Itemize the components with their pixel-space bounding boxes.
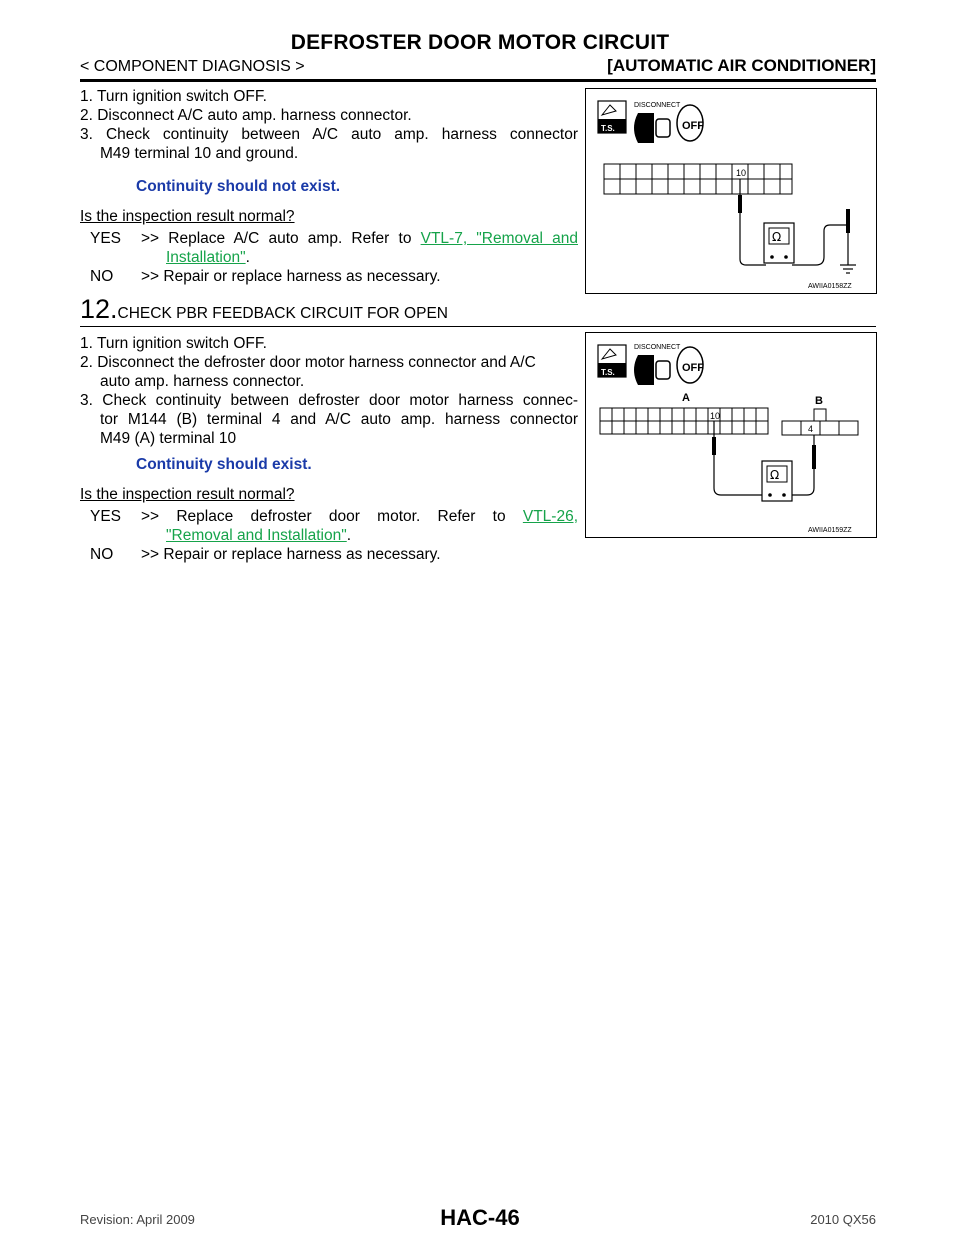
yes-label: YES: [90, 508, 122, 525]
period: .: [245, 249, 250, 266]
yes-result: >> Replace defroster door motor. Refer t…: [141, 507, 578, 526]
step-item: M49 (A) terminal 10: [100, 430, 237, 447]
test-leads: [738, 179, 850, 266]
spec-text: Continuity should exist.: [136, 456, 312, 473]
yes-text: >> Replace defroster door motor. Refer t…: [141, 508, 506, 525]
circuit-figure-2: T.S. DISCONNECT OFF A B 10: [585, 332, 877, 538]
revision-date: Revision: April 2009: [80, 1212, 195, 1227]
no-result: >> Repair or replace harness as necessar…: [141, 268, 441, 285]
figure-id: AWIIA0158ZZ: [808, 283, 852, 290]
connector-icon: [634, 355, 671, 385]
tester-icon: T.S.: [597, 344, 627, 378]
step-item: 2. Disconnect the defroster door motor h…: [80, 354, 536, 371]
terminal-b-label: 4: [808, 424, 813, 434]
ohm-symbol: Ω: [772, 230, 781, 244]
test-leads: [712, 421, 816, 496]
ts-label: T.S.: [601, 124, 615, 133]
connector-icon: [634, 113, 671, 143]
no-label: NO: [90, 268, 114, 285]
vtl-26-link[interactable]: VTL-26,: [522, 508, 578, 525]
step-item: auto amp. harness connector.: [100, 373, 305, 390]
step-divider: [80, 326, 876, 327]
ohm-symbol: Ω: [770, 468, 779, 482]
step-item: tor M144 (B) terminal 4 and A/C auto amp…: [100, 411, 578, 428]
disconnect-label: DISCONNECT: [634, 102, 681, 109]
section1-steps: 1. Turn ignition switch OFF. 2. Disconne…: [80, 87, 578, 163]
inspection-question: Is the inspection result normal?: [80, 208, 295, 225]
harness-connector-a: [599, 407, 769, 435]
section2-steps: 1. Turn ignition switch OFF. 2. Disconne…: [80, 334, 578, 448]
disconnect-label: DISCONNECT: [634, 344, 681, 351]
yes-result-cont: Installation".: [166, 248, 250, 267]
step-item: 2. Disconnect A/C auto amp. harness conn…: [80, 107, 412, 124]
vtl-7-link[interactable]: VTL-7, "Removal and: [420, 230, 578, 247]
step-heading: 12.CHECK PBR FEEDBACK CIRCUIT FOR OPEN: [80, 294, 448, 325]
ohmmeter-icon: Ω: [763, 222, 795, 264]
ts-label: T.S.: [601, 368, 615, 377]
yes-label: YES: [90, 230, 122, 247]
off-key-icon: OFF: [676, 346, 704, 384]
ground-icon: [840, 259, 856, 274]
model-year: 2010 QX56: [810, 1212, 876, 1227]
section-label: [AUTOMATIC AIR CONDITIONER]: [607, 56, 876, 75]
ohmmeter-icon: Ω: [761, 460, 793, 502]
terminal-a-label: 10: [710, 411, 720, 421]
connector-b-label: B: [815, 395, 823, 407]
header-divider: [80, 79, 876, 82]
no-result: >> Repair or replace harness as necessar…: [141, 546, 441, 563]
off-label: OFF: [682, 120, 704, 132]
page-number: HAC-46: [440, 1205, 520, 1230]
breadcrumb: < COMPONENT DIAGNOSIS >: [80, 58, 305, 75]
step-number: 12.: [80, 294, 118, 324]
spec-text: Continuity should not exist.: [136, 178, 341, 195]
step-item: M49 terminal 10 and ground.: [100, 145, 299, 162]
off-key-icon: OFF: [676, 104, 704, 142]
inspection-question: Is the inspection result normal?: [80, 486, 295, 503]
step-item: 1. Turn ignition switch OFF.: [80, 88, 267, 105]
page-title: DEFROSTER DOOR MOTOR CIRCUIT: [290, 31, 670, 54]
removal-installation-link[interactable]: "Removal and Installation": [166, 527, 347, 544]
tester-icon: T.S.: [597, 100, 627, 134]
terminal-label: 10: [736, 168, 746, 178]
figure-id: AWIIA0159ZZ: [808, 527, 852, 534]
harness-connector-b: [781, 408, 859, 436]
step-item: 3. Check continuity between A/C auto amp…: [80, 126, 578, 143]
no-label: NO: [90, 546, 114, 563]
period: .: [346, 527, 352, 544]
yes-text: >> Replace A/C auto amp. Refer to: [141, 230, 412, 247]
yes-result-cont: "Removal and Installation".: [166, 526, 351, 545]
yes-result: >> Replace A/C auto amp. Refer to VTL-7,…: [141, 229, 578, 248]
removal-installation-link[interactable]: Installation": [166, 249, 246, 266]
step-item: 3. Check continuity between defroster do…: [80, 392, 578, 409]
step-title: CHECK PBR FEEDBACK CIRCUIT FOR OPEN: [117, 305, 448, 322]
harness-connector: [603, 163, 793, 195]
circuit-diagram-1: T.S. DISCONNECT OFF 10: [597, 100, 856, 290]
circuit-diagram-2: T.S. DISCONNECT OFF A B 10: [597, 344, 859, 534]
connector-a-label: A: [682, 392, 690, 404]
off-label: OFF: [682, 362, 704, 374]
step-item: 1. Turn ignition switch OFF.: [80, 335, 267, 352]
circuit-figure-1: T.S. DISCONNECT OFF 10: [585, 88, 877, 294]
